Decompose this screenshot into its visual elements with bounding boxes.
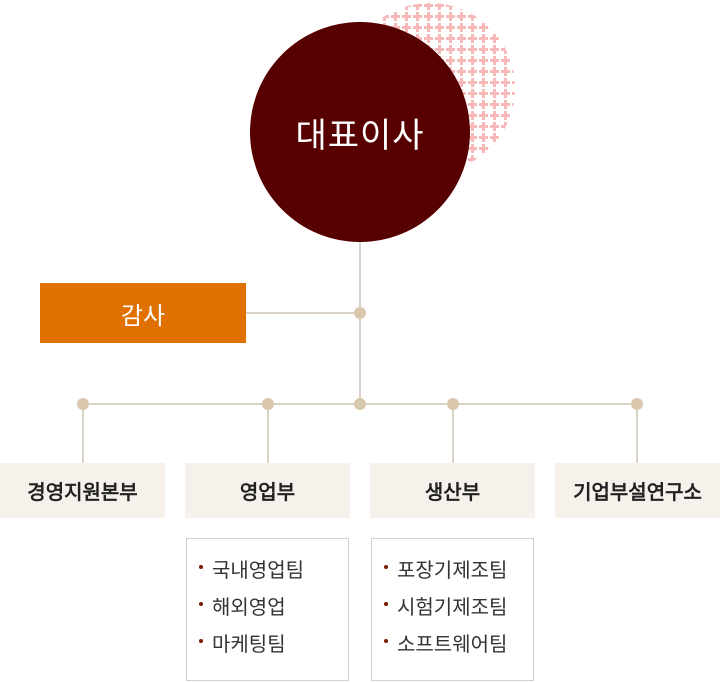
connector-dept-3 xyxy=(452,404,454,463)
connector-dept-1 xyxy=(82,404,84,463)
dept-label: 생산부 xyxy=(424,480,481,504)
dept-label: 영업부 xyxy=(239,480,296,504)
team-label: 해외영업 xyxy=(212,595,286,619)
team-label: 포장기제조팀 xyxy=(397,558,508,582)
dept-label: 기업부설연구소 xyxy=(573,480,702,504)
junction-node xyxy=(77,398,89,410)
team-item: 국내영업팀 xyxy=(187,555,348,592)
dept-research-lab: 기업부설연구소 xyxy=(555,463,720,518)
dept-sales: 영업부 xyxy=(185,463,350,518)
team-label: 시험기제조팀 xyxy=(397,595,508,619)
team-item: 해외영업 xyxy=(187,592,348,629)
ceo-label: 대표이사 xyxy=(295,115,425,156)
connector-dept-2 xyxy=(267,404,269,463)
connector-dept-4 xyxy=(636,404,638,463)
team-item: 마케팅팀 xyxy=(187,629,348,666)
team-item: 포장기제조팀 xyxy=(372,555,533,592)
bullet-icon xyxy=(384,602,388,606)
team-label: 국내영업팀 xyxy=(212,558,304,582)
bullet-icon xyxy=(199,565,203,569)
team-label: 소프트웨어팀 xyxy=(397,632,508,656)
connector-audit xyxy=(246,312,360,314)
dept-management-support: 경영지원본부 xyxy=(0,463,165,518)
ceo-node: 대표이사 xyxy=(250,22,470,242)
production-team-list: 포장기제조팀 시험기제조팀 소프트웨어팀 xyxy=(371,538,534,681)
connector-vertical-main xyxy=(359,242,361,404)
junction-node xyxy=(447,398,459,410)
junction-node xyxy=(354,307,366,319)
audit-label: 감사 xyxy=(120,301,166,330)
bullet-icon xyxy=(199,639,203,643)
sales-team-list: 국내영업팀 해외영업 마케팅팀 xyxy=(186,538,349,681)
junction-node xyxy=(262,398,274,410)
bullet-icon xyxy=(384,565,388,569)
bullet-icon xyxy=(199,602,203,606)
junction-node xyxy=(354,398,366,410)
junction-node xyxy=(631,398,643,410)
team-item: 시험기제조팀 xyxy=(372,592,533,629)
bullet-icon xyxy=(384,639,388,643)
team-item: 소프트웨어팀 xyxy=(372,629,533,666)
audit-node: 감사 xyxy=(40,283,246,343)
dept-production: 생산부 xyxy=(370,463,535,518)
dept-label: 경영지원본부 xyxy=(27,480,138,504)
team-label: 마케팅팀 xyxy=(212,632,286,656)
